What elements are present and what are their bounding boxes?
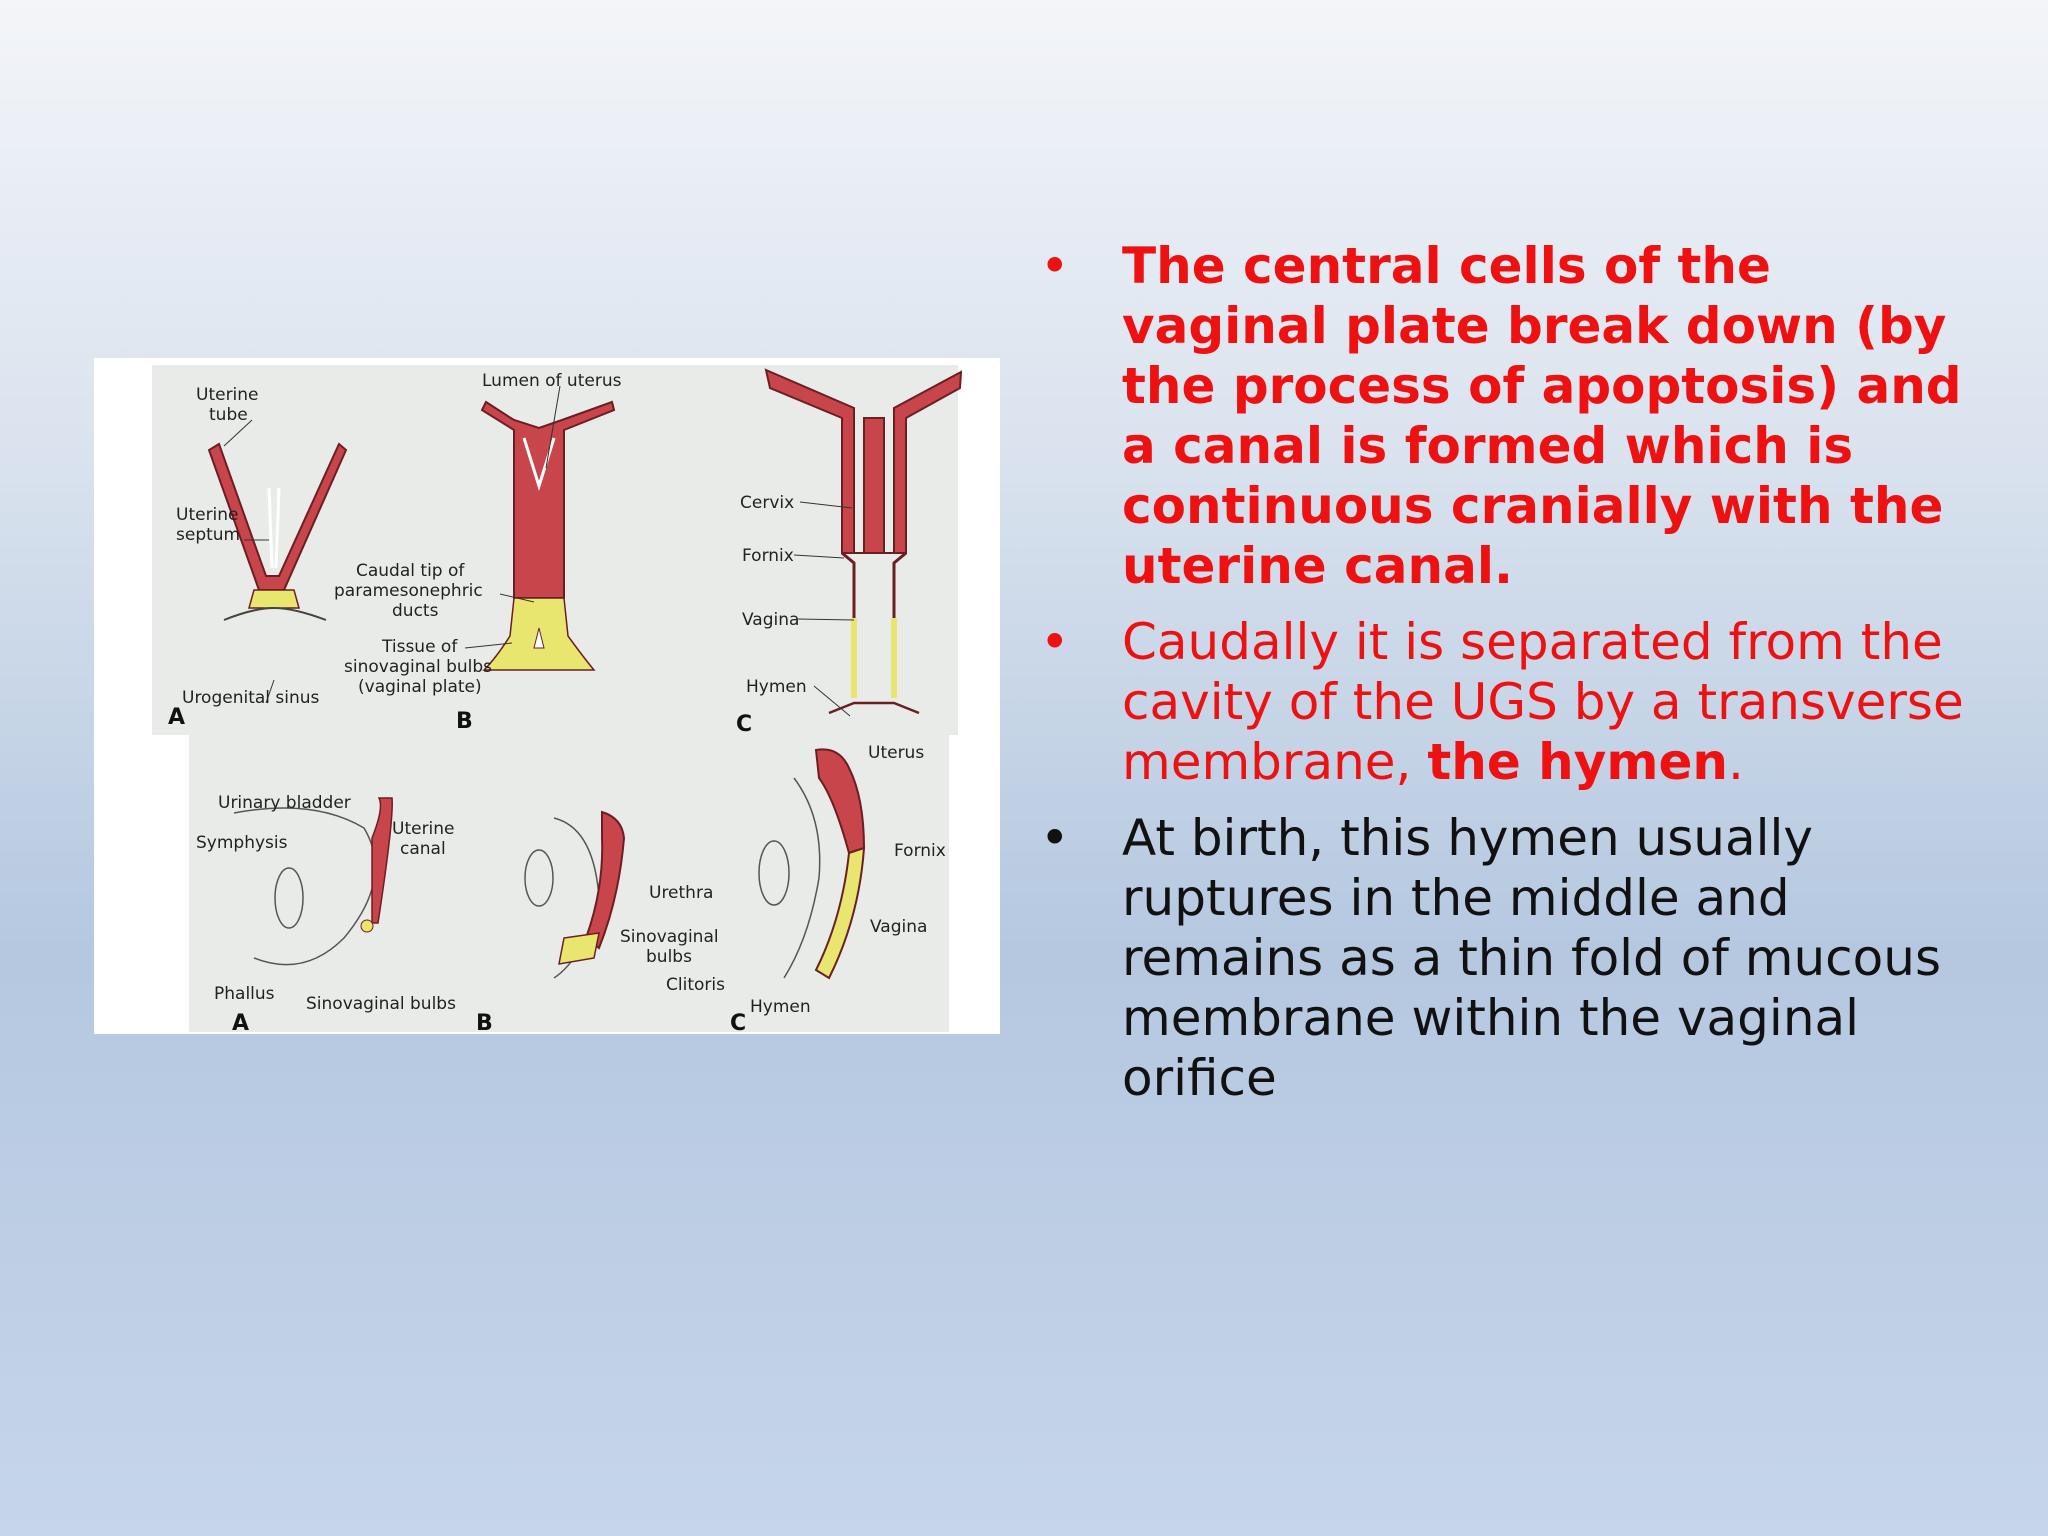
label-top-letter-c: C [736, 712, 752, 737]
bullet-3: • At birth, this hymen usually ruptures … [1040, 808, 1990, 1108]
label-tissue-of-bulbs-2: sinovaginal bulbs [344, 657, 492, 677]
label-sinovaginal-bulbs-b-1: Sinovaginal [620, 927, 719, 947]
label-caudal-tip-2: paramesonephric [334, 581, 483, 601]
bullet-2-bold-text: the hymen [1427, 733, 1728, 791]
label-tissue-of-bulbs-3: (vaginal plate) [358, 677, 482, 697]
bullet-1: • The central cells of the vaginal plate… [1040, 236, 1990, 596]
label-uterine-tube-1: Uterine [196, 385, 259, 405]
top-c-drawing [764, 368, 963, 715]
bullet-marker-2: • [1040, 613, 1070, 671]
bullet-2-end: . [1727, 733, 1744, 791]
bullet-list: • The central cells of the vaginal plate… [1040, 236, 1990, 1124]
top-b-drawing [480, 400, 616, 671]
bullet-marker-1: • [1040, 237, 1070, 295]
label-hymen-b: Hymen [750, 997, 811, 1017]
label-bottom-letter-a: A [232, 1011, 249, 1034]
label-uterine-septum-2: septum [176, 525, 240, 545]
label-cervix: Cervix [740, 493, 794, 513]
label-vagina-b: Vagina [870, 917, 927, 937]
label-sinovaginal-bulbs-a: Sinovaginal bulbs [306, 994, 456, 1014]
label-bottom-letter-c: C [730, 1011, 746, 1034]
label-uterus: Uterus [868, 743, 924, 763]
label-top-letter-a: A [168, 705, 185, 730]
label-lumen-of-uterus: Lumen of uterus [482, 371, 622, 391]
label-uterine-tube-2: tube [209, 405, 248, 425]
bottom-c-drawing [758, 748, 866, 980]
label-caudal-tip-3: ducts [392, 601, 439, 621]
label-tissue-of-bulbs-1: Tissue of [381, 637, 458, 657]
label-vagina: Vagina [742, 610, 799, 630]
label-fornix: Fornix [742, 546, 794, 566]
label-bottom-letter-b: B [476, 1011, 493, 1034]
label-top-letter-b: B [456, 709, 473, 734]
bullet-2: • Caudally it is separated from the cavi… [1040, 612, 1990, 792]
label-uterine-canal-1: Uterine [392, 819, 455, 839]
label-lines [223, 385, 855, 717]
bottom-b-drawing [524, 810, 626, 979]
bullet-marker-3: • [1040, 809, 1070, 867]
embryology-figure: Uterine tube Uterine septum Urogenital s… [94, 358, 1000, 1034]
label-urogenital-sinus: Urogenital sinus [182, 688, 320, 708]
label-symphysis: Symphysis [196, 833, 288, 853]
label-urinary-bladder: Urinary bladder [218, 793, 351, 813]
bullet-1-text: The central cells of the vaginal plate b… [1122, 237, 1962, 595]
label-caudal-tip-1: Caudal tip of [356, 561, 465, 581]
bullet-3-text: At birth, this hymen usually ruptures in… [1122, 809, 1941, 1107]
label-hymen: Hymen [746, 677, 807, 697]
label-clitoris: Clitoris [666, 975, 725, 995]
top-a-drawing [207, 442, 348, 621]
label-sinovaginal-bulbs-b-2: bulbs [646, 947, 692, 967]
figure-drawing: Uterine tube Uterine septum Urogenital s… [168, 368, 963, 1034]
label-phallus: Phallus [214, 984, 275, 1004]
bottom-a-drawing [233, 797, 393, 966]
bullet-2-text: Caudally it is separated from the cavity… [1122, 613, 1964, 791]
label-uterine-canal-2: canal [400, 839, 446, 859]
label-urethra: Urethra [649, 883, 713, 903]
label-uterine-septum-1: Uterine [176, 505, 239, 525]
label-fornix-b: Fornix [894, 841, 946, 861]
